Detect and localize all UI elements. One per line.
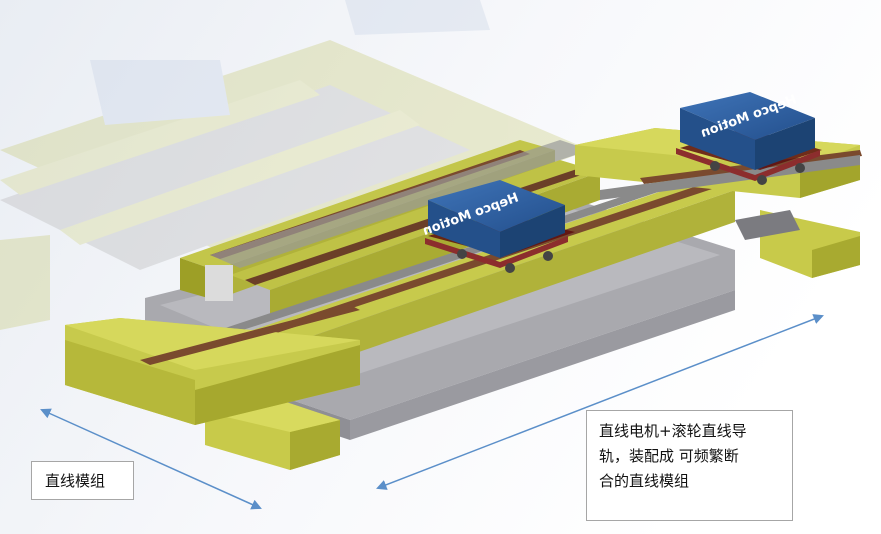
right-dimension-arrow (376, 314, 824, 490)
carriage-middle (425, 180, 575, 273)
carriage-right (676, 92, 822, 185)
callout-line-2: 轨，装配成 可频繁断 (599, 447, 739, 465)
callout-line-1: 直线电机+滚轮直线导 (599, 422, 747, 440)
right-support-block (735, 210, 860, 278)
left-dimension-arrow (40, 408, 262, 510)
left-cross-beam (65, 305, 360, 425)
faded-background-modules (0, 0, 590, 330)
callout-linear-motor-description: 直线电机+滚轮直线导 轨，装配成 可频繁断 合的直线模组 (586, 410, 793, 521)
callout-line-3: 合的直线模组 (599, 472, 690, 490)
callout-linear-module: 直线模组 (31, 461, 134, 500)
callout-linear-module-text: 直线模组 (45, 472, 106, 490)
